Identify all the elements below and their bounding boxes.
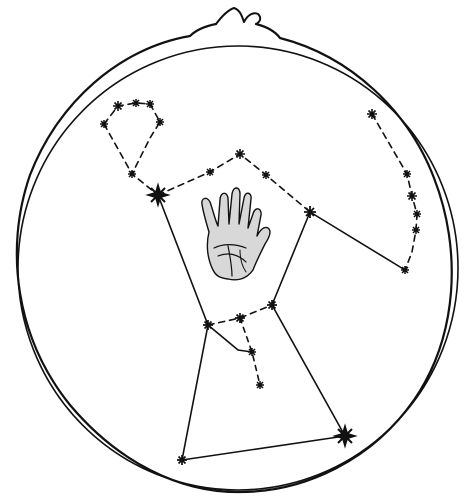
star-icon [334, 425, 356, 447]
star-icon [128, 170, 136, 178]
star-icon [235, 149, 245, 159]
star-icon [113, 101, 123, 111]
star-icon [235, 313, 245, 323]
star-icon [412, 226, 420, 234]
star-icon [147, 184, 169, 206]
open-palm-icon [202, 188, 270, 280]
stars [100, 99, 421, 465]
star-icon [206, 168, 214, 176]
star-icon [267, 300, 277, 310]
star-icon [256, 381, 264, 389]
star-icon [100, 120, 108, 128]
star-icon [132, 99, 140, 107]
star-icon [203, 320, 213, 330]
star-icon [146, 100, 154, 108]
star-icon [156, 118, 164, 126]
medallion-loop [216, 8, 260, 24]
star-icon [413, 210, 421, 218]
star-icon [401, 266, 409, 274]
star-icon [403, 170, 411, 178]
palm-shape [202, 188, 270, 280]
star-icon [248, 348, 256, 356]
constellation-lines [104, 103, 417, 460]
star-icon [177, 455, 187, 465]
star-icon [262, 171, 270, 179]
star-icon [367, 109, 377, 119]
star-icon [407, 191, 417, 201]
